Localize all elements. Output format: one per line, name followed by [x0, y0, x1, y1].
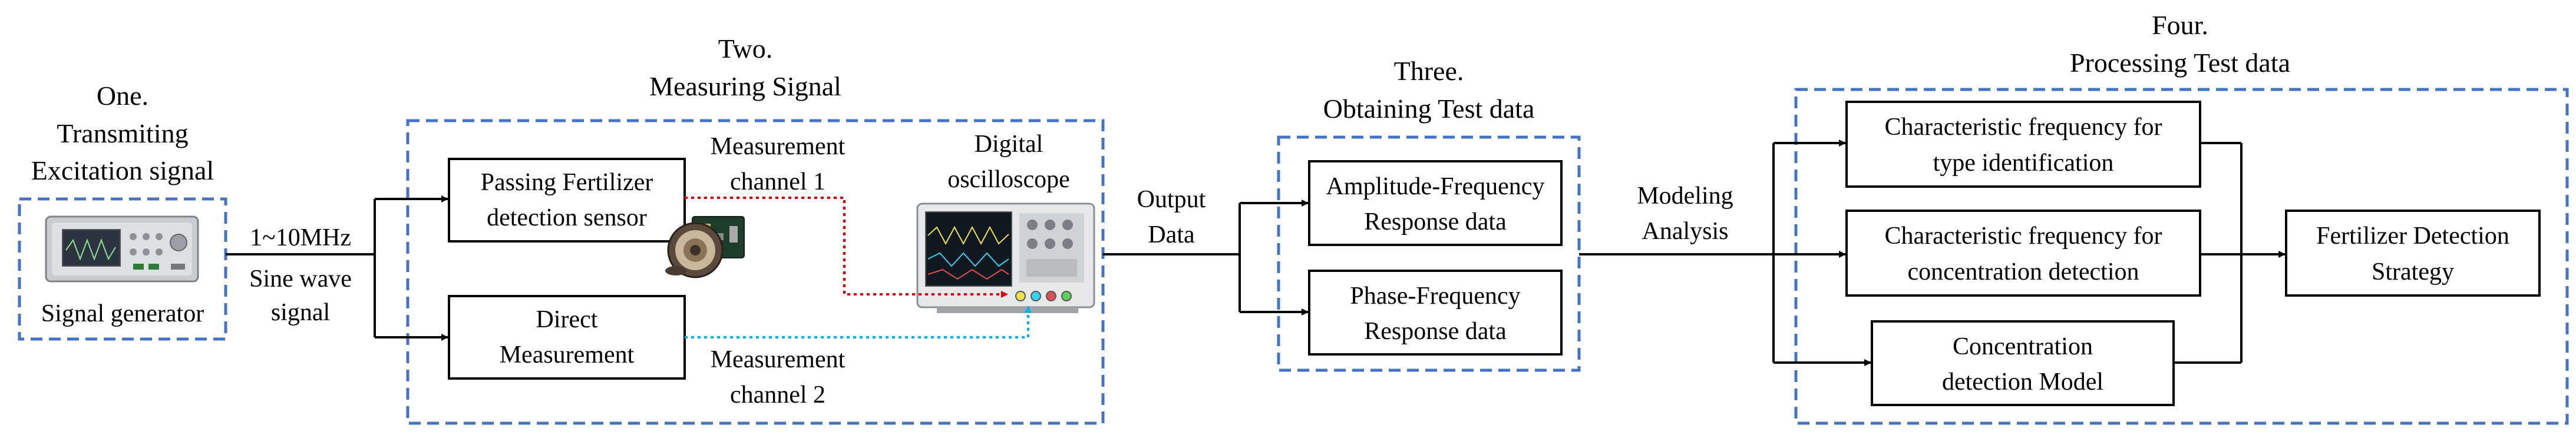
amplitude-response-box — [1308, 160, 1563, 246]
detection-strategy-line-1: Fertilizer Detection — [2316, 223, 2509, 250]
oscilloscope-label-line-2: oscilloscope — [947, 166, 1070, 193]
stage-one-frame — [18, 197, 227, 341]
signal-generator-label: Signal generator — [41, 300, 204, 327]
concentration-detection-line-1: Characteristic frequency for — [1884, 223, 2162, 250]
channel-1-path — [685, 197, 1008, 298]
stage-three-number: Three. — [1394, 56, 1464, 86]
direct-measurement-line-2: Measurement — [500, 341, 635, 368]
detection-strategy-box — [2285, 210, 2541, 297]
stage-one-title: One. Transmiting Excitation signal — [31, 81, 214, 185]
channel-2-label-line-1: Measurement — [711, 346, 846, 373]
stage-one-title-line-2: Excitation signal — [31, 155, 214, 185]
generator-output-connector — [226, 195, 448, 341]
concentration-model-line-1: Concentration — [1953, 333, 2093, 360]
phase-response-line-2: Response data — [1364, 318, 1507, 345]
signal-frequency-label: 1~10MHz — [250, 224, 351, 251]
stage-two-frame — [406, 119, 1105, 425]
phase-response-box — [1308, 270, 1563, 356]
channel-1-label-line-1: Measurement — [711, 133, 846, 160]
modeling-analysis-label-line-2: Analysis — [1642, 218, 1729, 245]
stage-four-title: Four. Processing Test data — [2070, 10, 2290, 78]
output-data-label-line-2: Data — [1148, 221, 1195, 248]
stage-three-title-line-1: Obtaining Test data — [1323, 94, 1535, 124]
output-data-connector — [1103, 200, 1309, 316]
channel-1-label-line-2: channel 1 — [730, 168, 825, 195]
stage-one-title-line-1: Transmiting — [57, 118, 188, 148]
detection-strategy-line-2: Strategy — [2372, 258, 2454, 285]
channel-2-label-line-2: channel 2 — [730, 381, 825, 409]
direct-measurement-line-1: Direct — [536, 306, 598, 333]
passing-sensor-box — [448, 158, 686, 243]
stage-two-number: Two. — [718, 34, 773, 64]
modeling-analysis-label-line-1: Modeling — [1637, 182, 1733, 210]
concentration-detection-box — [1845, 210, 2201, 297]
output-data-label-line-1: Output — [1137, 186, 1206, 213]
signal-waveform-line-2: signal — [271, 299, 330, 326]
amplitude-response-line-2: Response data — [1364, 208, 1507, 235]
modeling-analysis-connector — [1579, 140, 1871, 366]
concentration-model-line-2: detection Model — [1942, 368, 2103, 396]
stage-three-title: Three. Obtaining Test data — [1323, 56, 1535, 124]
direct-measurement-box — [448, 295, 686, 380]
stage-four-frame — [1794, 88, 2569, 425]
passing-sensor-line-1: Passing Fertilizer — [481, 169, 653, 196]
type-identification-line-2: type identification — [1933, 150, 2114, 177]
stage-four-number: Four. — [2152, 10, 2208, 40]
signal-waveform-line-1: Sine wave — [249, 265, 352, 293]
phase-response-line-1: Phase-Frequency — [1350, 283, 1520, 310]
strategy-connector — [2174, 142, 2286, 364]
type-identification-line-1: Characteristic frequency for — [1884, 114, 2162, 141]
stage-two-title-line-1: Measuring Signal — [649, 71, 841, 101]
signal-generator-device — [45, 215, 199, 283]
oscilloscope-label-line-1: Digital — [975, 131, 1043, 158]
passing-sensor-line-2: detection sensor — [487, 204, 647, 231]
concentration-detection-line-2: concentration detection — [1908, 258, 2139, 285]
oscilloscope-device — [916, 202, 1095, 313]
amplitude-response-line-1: Amplitude-Frequency — [1326, 173, 1545, 200]
sensor-coil-image — [665, 216, 745, 278]
stage-two-title: Two. Measuring Signal — [649, 34, 841, 101]
type-identification-box — [1845, 101, 2201, 188]
concentration-model-box — [1871, 320, 2175, 406]
stage-one-number: One. — [97, 81, 148, 111]
stage-four-title-line-1: Processing Test data — [2070, 48, 2290, 78]
stage-three-frame — [1277, 135, 1581, 372]
channel-2-path — [685, 306, 1032, 338]
